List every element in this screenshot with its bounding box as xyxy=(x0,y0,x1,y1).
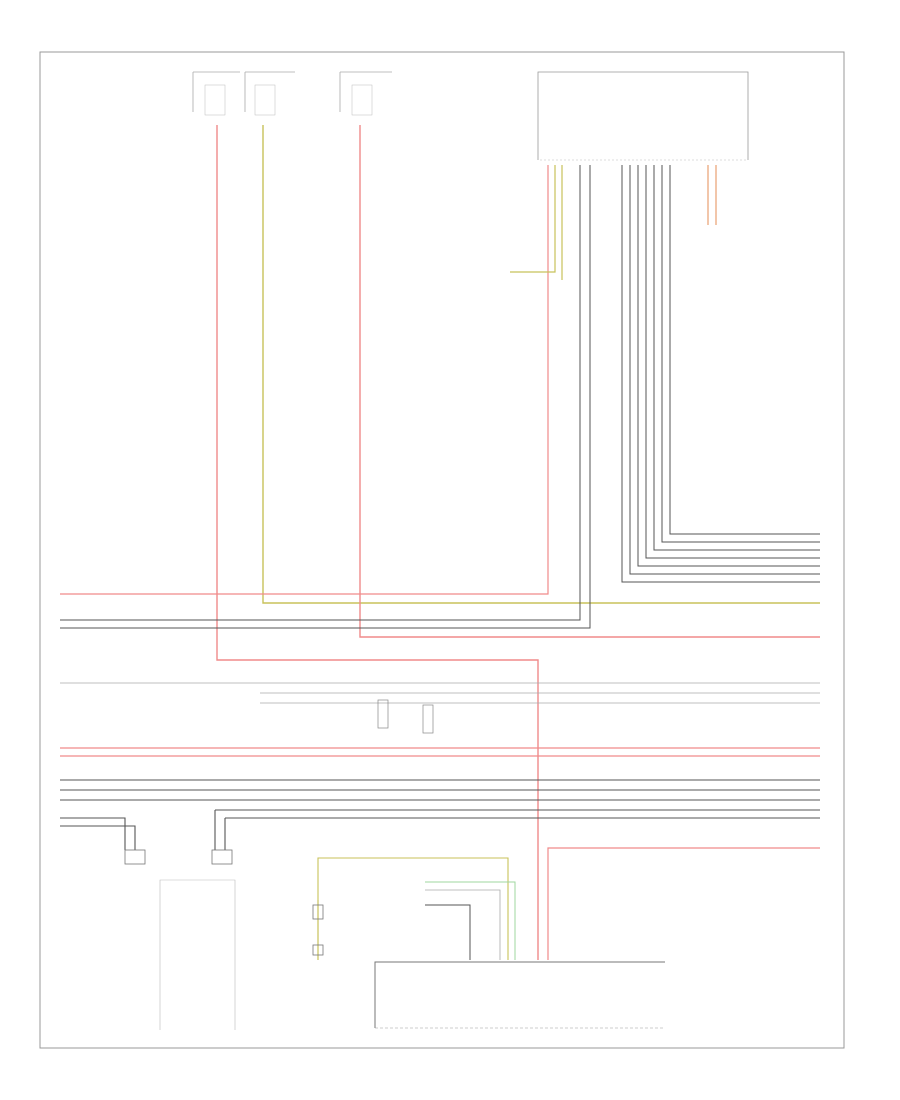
fuse-relay-panel xyxy=(537,71,749,161)
wire-bundle-1 xyxy=(621,165,820,583)
wire-black-left-1 xyxy=(60,817,126,850)
control-module-bottom xyxy=(374,961,665,1029)
wire-bundle-5 xyxy=(653,165,820,551)
fuse-module-2 xyxy=(244,71,295,116)
wires xyxy=(60,125,820,960)
fuse-module-1 xyxy=(192,71,240,116)
switch-block xyxy=(377,699,434,734)
wire-bundle-3 xyxy=(637,165,820,567)
wire-black-bottom xyxy=(425,904,471,960)
wire-bundle-7 xyxy=(669,165,820,535)
wire-black-bus-2 xyxy=(60,165,591,629)
wire-red-mid xyxy=(359,125,820,638)
wire-black-bus-1 xyxy=(60,165,581,621)
wire-red-bus-1 xyxy=(60,165,549,595)
fuse-module-3 xyxy=(339,71,392,116)
wire-red-left xyxy=(216,125,539,960)
diagram-frame xyxy=(39,51,845,1049)
wire-bundle-6 xyxy=(661,165,820,543)
wire-green-bottom xyxy=(425,881,516,960)
wire-gray-bottom xyxy=(425,889,501,960)
sensor-module-left xyxy=(124,849,236,1030)
fuse-symbol-middle xyxy=(312,900,324,960)
wire-bundle-2 xyxy=(629,165,820,575)
wire-yellow-bottom xyxy=(317,857,509,960)
wire-bundle-4 xyxy=(645,165,820,559)
wire-red-bottom xyxy=(547,847,820,960)
wire-yellow-panel xyxy=(510,165,556,273)
wire-yellow-mid xyxy=(262,125,820,604)
wire-black-left-2 xyxy=(60,825,136,850)
